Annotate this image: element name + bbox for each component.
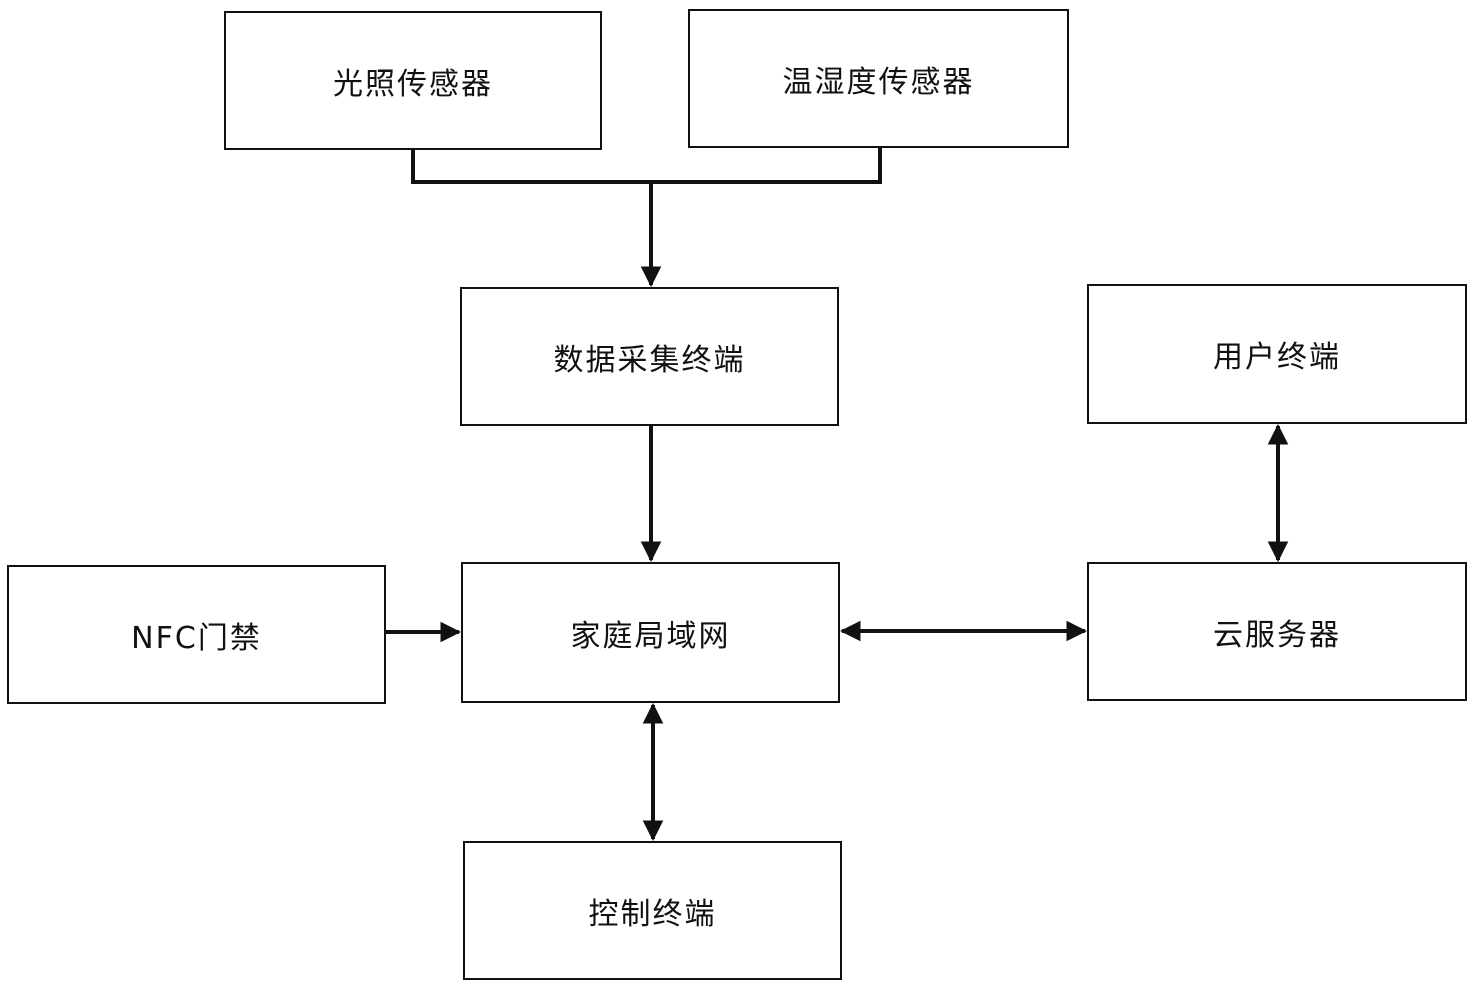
node-data-collection-terminal: 数据采集终端: [460, 287, 839, 426]
node-user-terminal: 用户终端: [1087, 284, 1467, 424]
node-nfc-access: NFC门禁: [7, 565, 386, 704]
node-home-lan: 家庭局域网: [461, 562, 840, 703]
node-label: 用户终端: [1213, 340, 1341, 375]
node-control-terminal: 控制终端: [463, 841, 842, 980]
node-label: NFC门禁: [131, 620, 262, 656]
node-label: 云服务器: [1213, 617, 1341, 653]
node-label: 光照传感器: [333, 66, 493, 102]
node-cloud-server: 云服务器: [1087, 562, 1467, 701]
node-label: 数据采集终端: [553, 342, 746, 378]
node-label: 家庭局域网: [570, 618, 731, 654]
node-light-sensor: 光照传感器: [224, 11, 602, 150]
node-label: 控制终端: [588, 896, 717, 932]
node-temp-humidity-sensor: 温湿度传感器: [688, 9, 1069, 148]
connector-sensors-merge: [411, 148, 882, 184]
node-label: 温湿度传感器: [782, 64, 975, 100]
